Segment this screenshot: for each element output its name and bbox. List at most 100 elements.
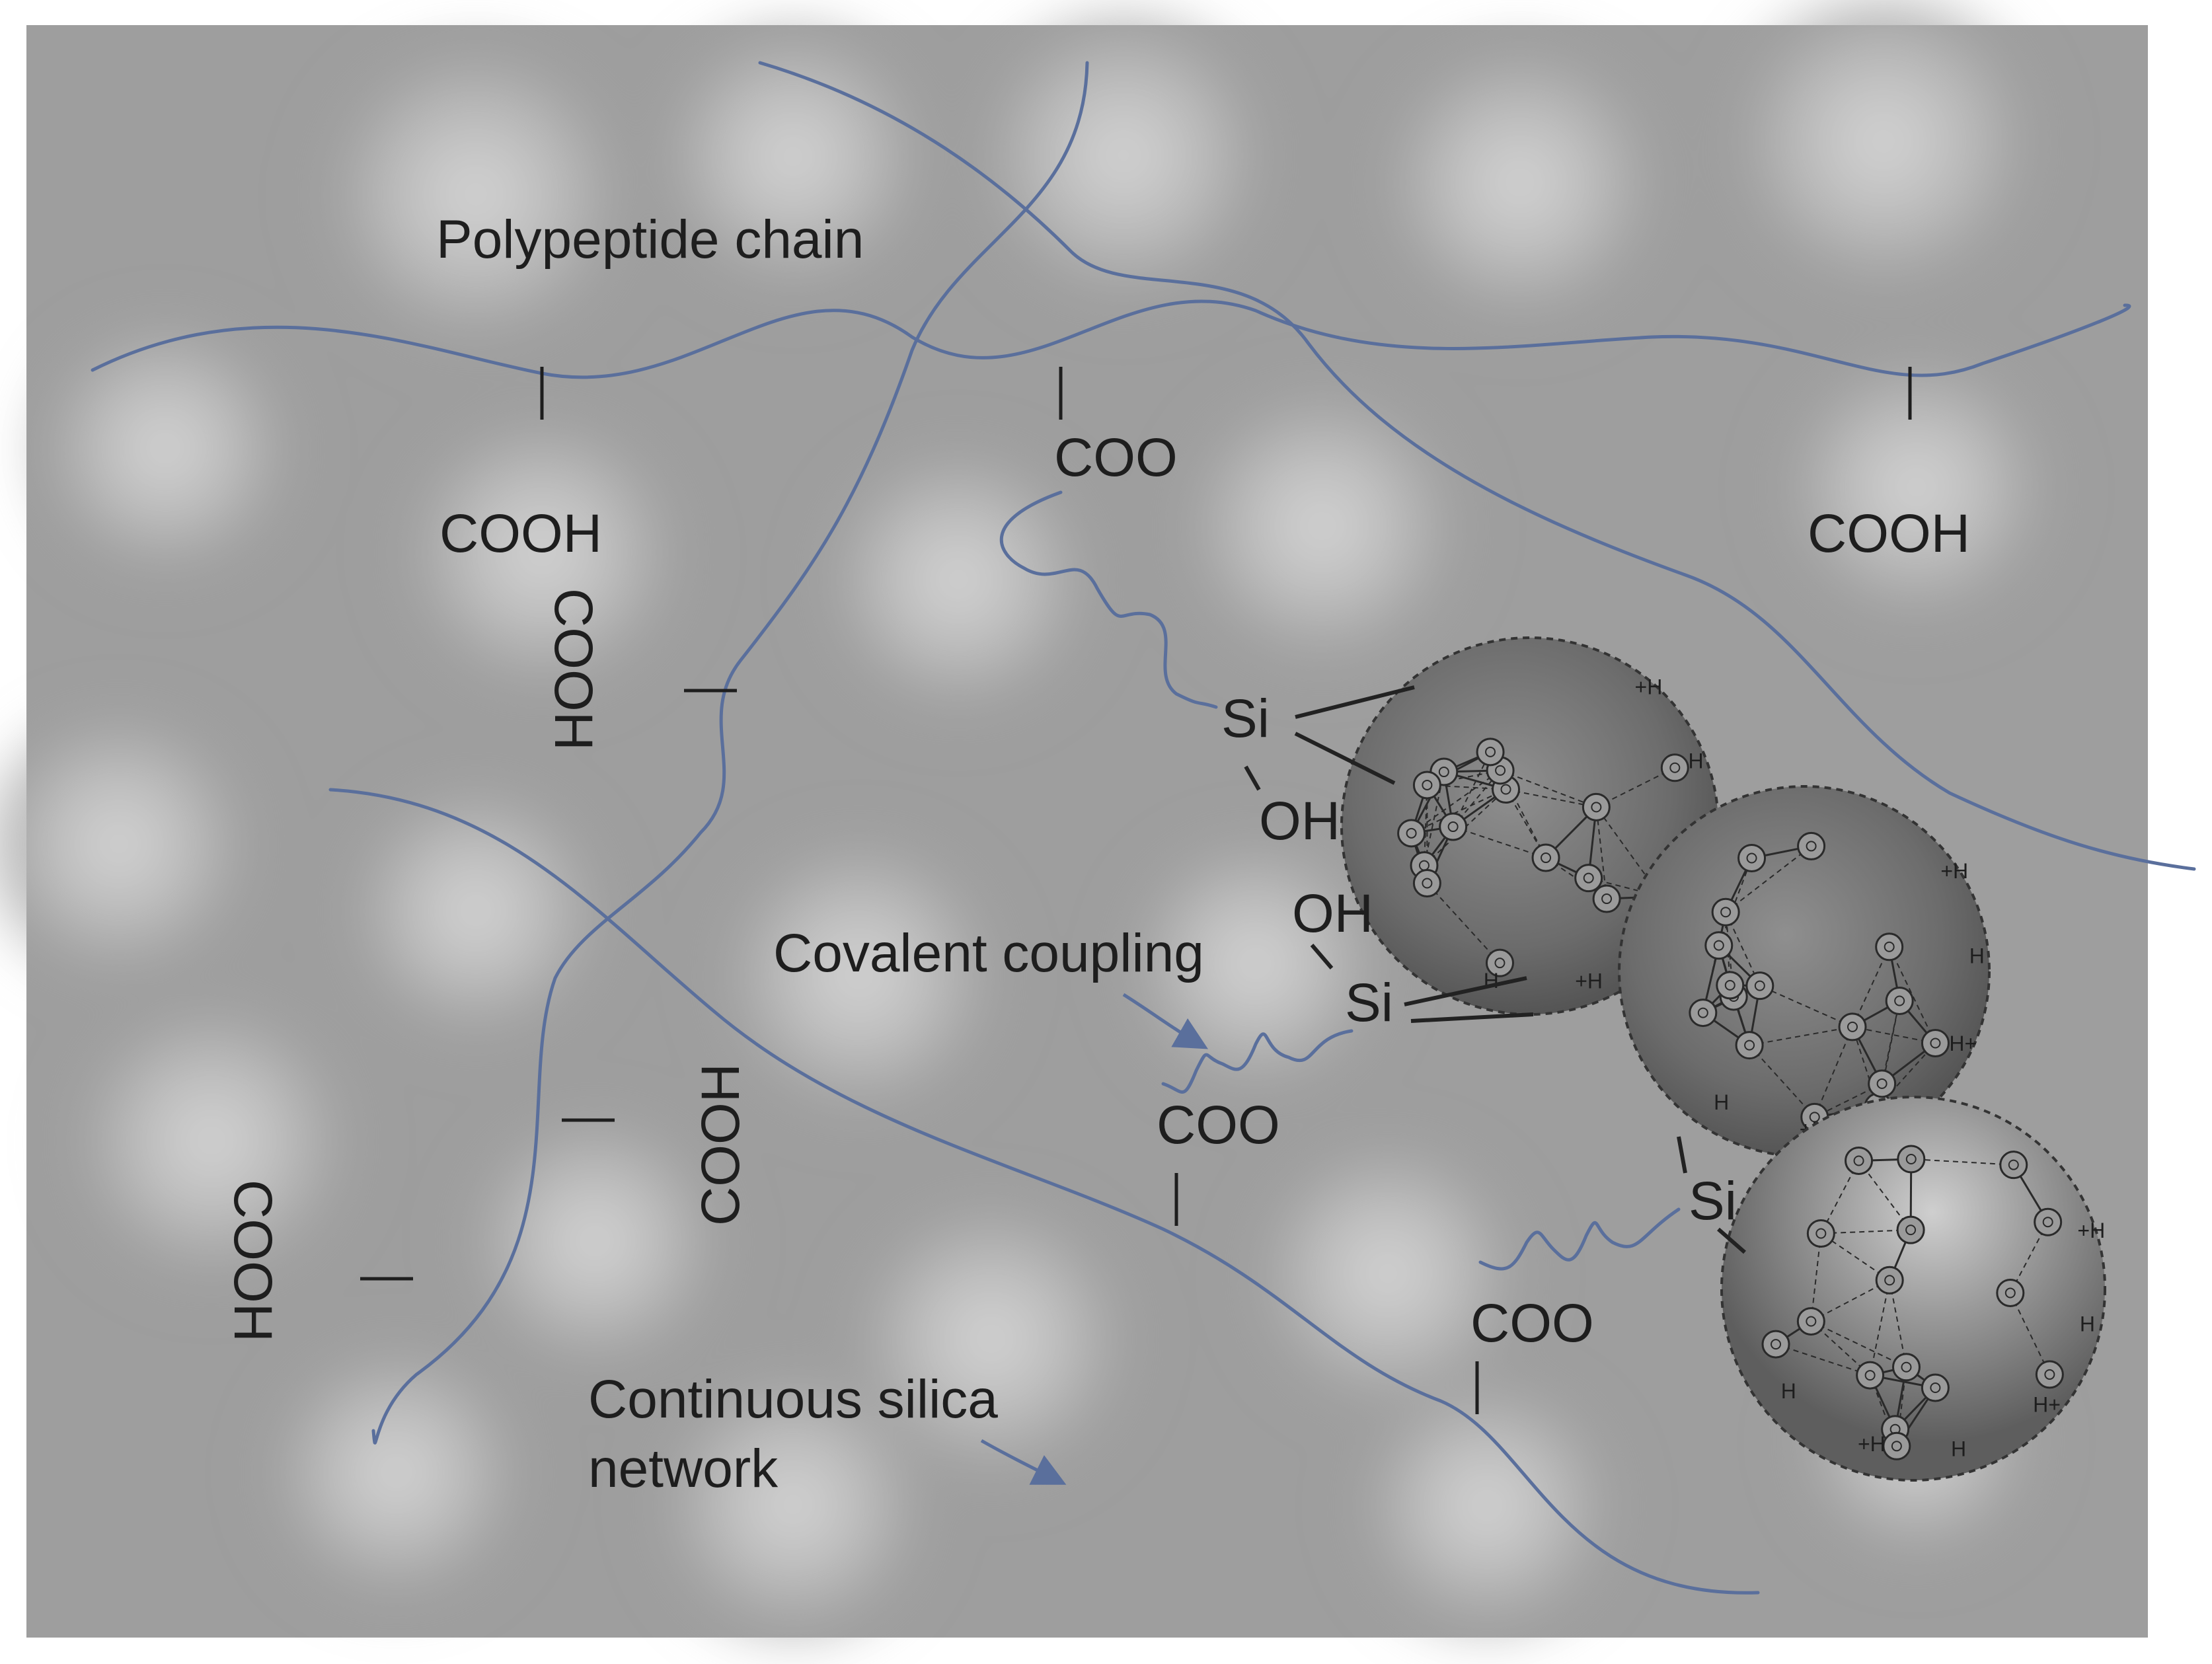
atom-core	[1447, 821, 1459, 833]
atom	[1716, 971, 1745, 1000]
bond-si1-oh	[1244, 765, 1261, 791]
atom-bond	[1911, 1158, 2014, 1166]
label-continuous-silica-line1: Continuous silica	[588, 1369, 998, 1429]
atom-core	[1884, 1275, 1895, 1286]
atom-bond	[1453, 826, 1546, 858]
atom-core	[1905, 1225, 1917, 1236]
atom-core	[1697, 1007, 1708, 1018]
bond-si2-oh	[1310, 944, 1334, 969]
atom-core	[1591, 802, 1602, 813]
atom-bond	[1810, 1320, 1907, 1368]
atom	[1711, 897, 1740, 927]
hydrogen-label: +H	[2077, 1219, 2105, 1242]
atom-core	[1438, 767, 1449, 778]
atom-core	[1930, 1382, 1941, 1394]
atom-core	[1494, 958, 1506, 969]
atom-bond	[1411, 788, 1506, 834]
hydrogen-label: H+	[1949, 1032, 1977, 1055]
atom	[1806, 1219, 1835, 1248]
silane-linkers	[999, 490, 1681, 1271]
atom-core	[1876, 1078, 1888, 1089]
label-polypeptide-chain: Polypeptide chain	[436, 209, 864, 270]
atom-core	[2042, 1217, 2053, 1228]
atom-core	[1583, 872, 1594, 884]
atom	[1439, 812, 1468, 841]
atom	[1856, 1361, 1885, 1390]
hydrogen-label: +H	[1575, 969, 1603, 993]
atom-core	[1901, 1361, 1912, 1373]
hydrogen-label: H	[2080, 1312, 2095, 1336]
atom-core	[1724, 979, 1735, 991]
chain-lower	[328, 788, 1760, 1595]
atom	[1797, 831, 1826, 860]
atom-bond	[1500, 770, 1546, 858]
bond-si3-down	[1717, 1227, 1746, 1254]
atom-bond	[1813, 1026, 1853, 1117]
hydrogen-label: +H	[1940, 859, 1968, 883]
atom-bond	[1759, 985, 1853, 1028]
label-cooh-vertical-2: COOH	[691, 1063, 751, 1226]
hydrogen-label: H	[1714, 1090, 1729, 1114]
atom-bond	[1506, 788, 1597, 808]
polypeptide-chains	[91, 61, 2196, 1595]
text-labels: Polypeptide chain Covalent coupling Cont…	[223, 209, 1970, 1499]
chain-diagonal-a	[371, 61, 1089, 1445]
hydrogen-label: H	[1951, 1437, 1966, 1461]
sphere-3: +HHH+H+HH	[1720, 1096, 2106, 1482]
atom	[1745, 971, 1774, 1001]
atom	[1704, 931, 1734, 960]
atom-core	[1847, 1021, 1858, 1032]
hydrogen-label: H	[1969, 944, 1985, 968]
chain-diagonal-b	[758, 61, 2196, 871]
atom	[1896, 1215, 1925, 1244]
atom	[1531, 843, 1560, 872]
atom	[1735, 1031, 1764, 1060]
label-si-2: Si	[1345, 973, 1393, 1033]
atom-core	[1806, 1316, 1817, 1327]
atom	[1796, 1306, 1825, 1336]
si-bonds	[1244, 685, 1746, 1254]
atom-bond	[1869, 1280, 1891, 1376]
atom-core	[1406, 827, 1417, 839]
label-oh-1: OH	[1259, 791, 1340, 851]
atom-bond	[1821, 1229, 1911, 1234]
hydrogen-label: H	[1484, 969, 1499, 993]
atom	[1412, 869, 1441, 898]
atom-core	[1905, 1153, 1917, 1164]
atom	[1838, 1012, 1867, 1041]
atom	[1689, 999, 1718, 1028]
atom	[1845, 1146, 1874, 1175]
label-coo-2: COO	[1157, 1095, 1280, 1155]
atom-core	[1930, 1038, 1941, 1049]
atom-core	[1422, 878, 1433, 889]
atom-core	[2008, 1159, 2019, 1170]
sphere-1: +HHH+H+HH	[1340, 636, 1723, 1016]
atom-bond	[1500, 769, 1597, 808]
atom	[2034, 1207, 2063, 1236]
atom-core	[1495, 765, 1506, 776]
atom	[1761, 1330, 1790, 1359]
bond-si2-a	[1404, 976, 1527, 1006]
atom-core	[1500, 784, 1511, 795]
atom-core	[1669, 762, 1681, 773]
atom	[1996, 1278, 2025, 1307]
atom-core	[1853, 1155, 1864, 1166]
atom	[1875, 932, 1904, 962]
label-cooh-vertical-3: COOH	[223, 1180, 283, 1342]
atom-bond	[1595, 807, 1608, 899]
hydrogen-label: +H	[1635, 675, 1663, 699]
atom-bond	[1423, 771, 1445, 866]
hydrogen-label: H+	[2033, 1393, 2061, 1417]
atom	[1412, 771, 1441, 800]
atom-bond	[1749, 1026, 1853, 1046]
atom	[1999, 1151, 2028, 1180]
atom-core	[1746, 852, 1757, 864]
atom-bond	[2009, 1293, 2051, 1375]
atom-core	[1815, 1228, 1827, 1239]
atom-core	[1891, 1441, 1902, 1452]
atom	[1582, 792, 1611, 821]
atom-core	[1806, 841, 1817, 852]
label-si-1: Si	[1221, 689, 1270, 749]
